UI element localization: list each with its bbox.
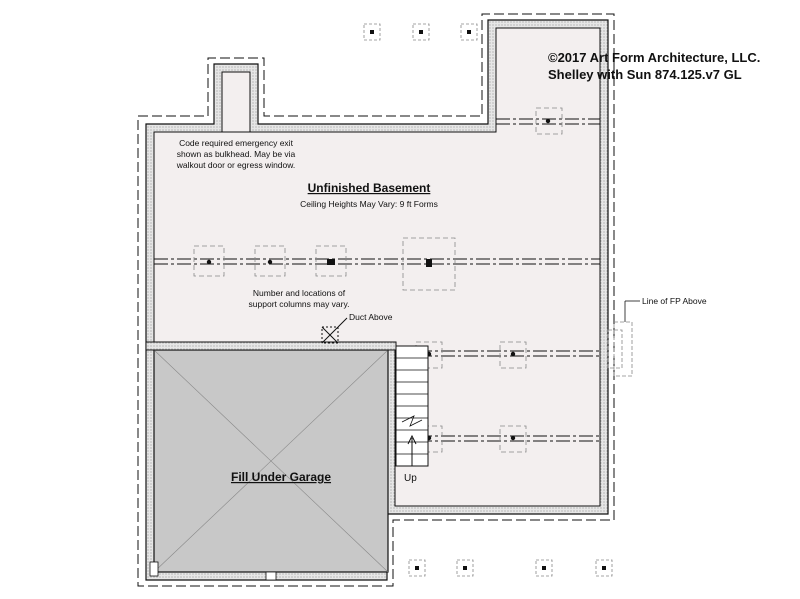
garage-diagonal-2 [153, 349, 389, 573]
garage-title: Fill Under Garage [231, 470, 331, 484]
garage-step [265, 571, 277, 581]
egress-note-line-2: shown as bulkhead. May be via [177, 149, 296, 159]
basement-subtitle: Ceiling Heights May Vary: 9 ft Forms [300, 199, 438, 209]
copyright-line-1: ©2017 Art Form Architecture, LLC. [548, 50, 760, 65]
columns-note-line-1: Number and locations of [253, 288, 346, 298]
garage-wall [145, 341, 397, 351]
bulkhead [221, 71, 251, 133]
stairs-up-label: Up [404, 473, 417, 484]
columns-note-line-2: support columns may vary. [249, 299, 350, 309]
copyright-line-2: Shelley with Sun 874.125.v7 GL [548, 67, 742, 82]
footing-outline [137, 13, 615, 587]
stairs[interactable] [395, 345, 429, 467]
egress-note-line-1: Code required emergency exit [179, 138, 294, 148]
duct-label: Duct Above [349, 312, 393, 322]
duct-symbol [321, 317, 348, 344]
egress-note-line-3: walkout door or egress window. [176, 160, 296, 170]
basement-title: Unfinished Basement [308, 181, 431, 195]
fireplace-outline [607, 321, 633, 377]
exterior-piers [363, 23, 613, 577]
fireplace-label: Line of FP Above [642, 296, 707, 306]
garage-corner-post [149, 561, 159, 577]
